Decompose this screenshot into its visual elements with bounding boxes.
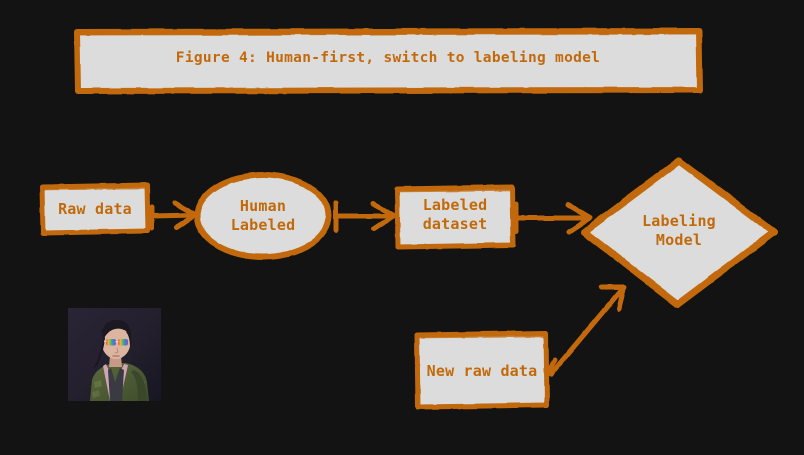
- edge-labeled-dataset-to-labeling-model: [513, 201, 593, 235]
- edge-human-labeled-to-labeled-dataset: [333, 200, 397, 233]
- figure-title-banner: [74, 28, 703, 94]
- node-new-raw-data[interactable]: [414, 330, 550, 410]
- node-labeled-dataset[interactable]: [394, 184, 516, 250]
- avatar-portrait-icon: [68, 308, 161, 401]
- node-human-labeled[interactable]: [194, 172, 332, 260]
- page-title: Figure 4: Human-first, switch to labelin…: [175, 50, 601, 66]
- edge-new-raw-data-to-labeling-model: [546, 284, 627, 377]
- edge-raw-data-to-human-labeled: [149, 200, 199, 231]
- node-labeling-model[interactable]: [580, 157, 778, 308]
- node-raw-data[interactable]: [39, 182, 151, 236]
- avatar: [68, 308, 161, 401]
